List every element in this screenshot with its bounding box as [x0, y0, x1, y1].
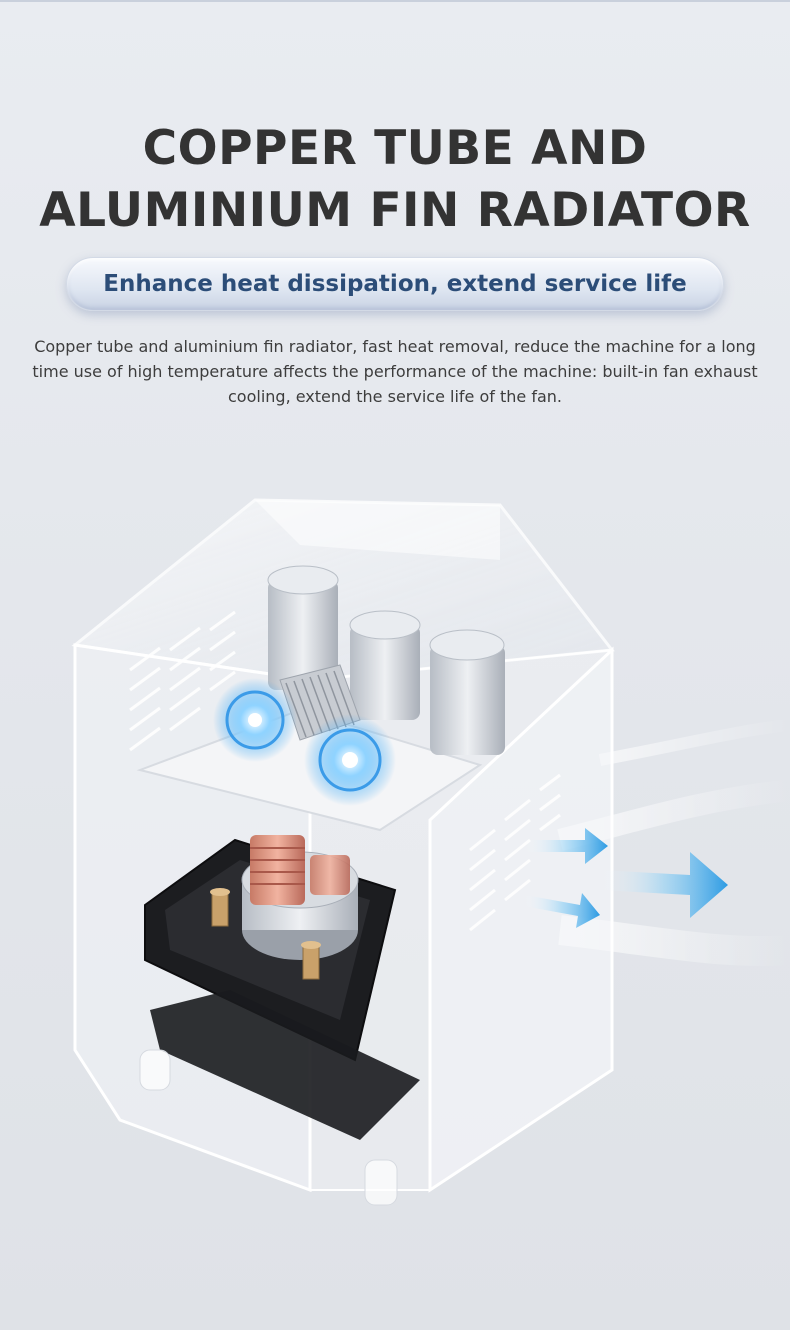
housing-back-panel — [255, 500, 500, 560]
metal-cylinders — [267, 565, 505, 755]
right-vent-slots — [469, 773, 561, 932]
left-vent-slots — [129, 610, 236, 752]
bottom-plate — [150, 990, 420, 1140]
cooling-fan-icon — [213, 678, 396, 806]
copper-tube-radiator — [250, 835, 350, 905]
title-line-2: ALUMINIUM FIN RADIATOR — [39, 183, 751, 238]
brass-terminals — [210, 888, 321, 980]
machine-cutaway-illustration — [71, 498, 790, 1206]
caster-wheels — [139, 1049, 398, 1206]
description-text: Copper tube and aluminium fin radiator, … — [32, 337, 758, 406]
subtitle-pill: Enhance heat dissipation, extend service… — [66, 257, 724, 311]
top-divider — [0, 0, 790, 2]
subtitle-text: Enhance heat dissipation, extend service… — [103, 271, 687, 297]
airflow-arrow-icon — [523, 828, 728, 928]
page-title: COPPER TUBE AND ALUMINIUM FIN RADIATOR — [0, 118, 790, 242]
title-line-1: COPPER TUBE AND — [142, 121, 648, 176]
